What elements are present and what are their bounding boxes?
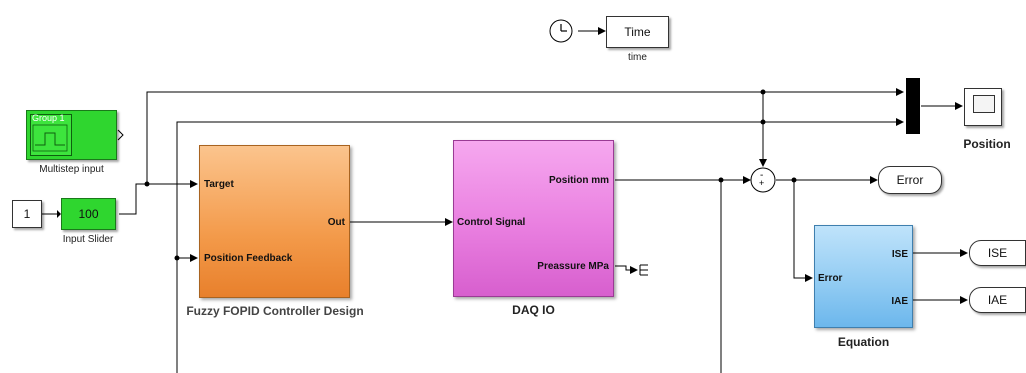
scope-block[interactable] <box>964 88 1002 126</box>
line-feedback-bus <box>176 118 904 373</box>
port-target: Target <box>204 179 234 190</box>
terminator-icon <box>639 264 648 276</box>
equation-caption: Equation <box>837 335 890 349</box>
iae-output-block[interactable]: IAE <box>969 287 1026 313</box>
sum-minus-sign: - <box>760 170 763 181</box>
multistep-group-label: Group 1 <box>32 113 65 123</box>
junction-dot <box>718 177 724 183</box>
port-out: Out <box>327 217 345 228</box>
junction-dot <box>760 119 766 125</box>
sum-plus-sign: + <box>759 178 764 188</box>
fopid-caption: Fuzzy FOPID Controller Design <box>186 304 364 318</box>
time-display-label: Time <box>624 25 651 39</box>
constant-block[interactable]: 1 <box>12 200 42 228</box>
ise-output-block[interactable]: ISE <box>969 240 1026 266</box>
junction-dot <box>791 177 797 183</box>
ise-output-label: ISE <box>987 246 1008 260</box>
equation-block[interactable]: Error ISE IAE <box>814 225 913 328</box>
error-output-label: Error <box>896 173 924 187</box>
line-error-to-equation <box>793 180 813 282</box>
iae-output-label: IAE <box>987 293 1008 307</box>
line-pressure-term <box>615 265 638 274</box>
port-pressure-mpa: Preassure MPa <box>537 261 609 272</box>
port-position-mm: Position mm <box>548 175 609 186</box>
line-slider-out <box>119 183 147 215</box>
mux-block[interactable] <box>906 78 920 134</box>
step-signal-icon <box>32 124 68 152</box>
multistep-caption: Multistep input <box>39 164 104 175</box>
multistep-input-block[interactable]: Group 1 <box>26 110 124 160</box>
fopid-controller-block[interactable]: Target Position Feedback Out <box>199 145 350 298</box>
output-port-icon <box>117 129 124 141</box>
junction-dot <box>174 255 180 261</box>
time-display-caption: time <box>628 52 647 63</box>
junction-dot <box>760 89 766 95</box>
input-slider-block[interactable]: 100 <box>61 198 116 230</box>
port-iae: IAE <box>891 296 908 307</box>
scope-caption: Position <box>963 137 1011 151</box>
slider-value: 100 <box>78 207 99 221</box>
line-constant-to-slider <box>42 210 61 218</box>
daq-caption: DAQ IO <box>512 303 555 317</box>
port-control-signal: Control Signal <box>457 217 526 228</box>
port-position-feedback: Position Feedback <box>204 253 293 264</box>
scope-screen-icon <box>973 95 995 113</box>
port-error: Error <box>818 273 843 284</box>
port-ise: ISE <box>891 249 908 260</box>
constant-value: 1 <box>23 207 31 221</box>
error-output-block[interactable]: Error <box>878 166 942 194</box>
junction-dot <box>144 181 150 187</box>
sum-block <box>750 167 776 193</box>
line-target-to-mux <box>146 88 904 184</box>
slider-caption: Input Slider <box>62 234 114 245</box>
time-display-block[interactable]: Time <box>606 16 669 48</box>
multistep-icon: Group 1 <box>30 113 72 156</box>
clock-icon <box>549 19 573 43</box>
daq-io-block[interactable]: Control Signal Position mm Preassure MPa <box>453 140 614 297</box>
